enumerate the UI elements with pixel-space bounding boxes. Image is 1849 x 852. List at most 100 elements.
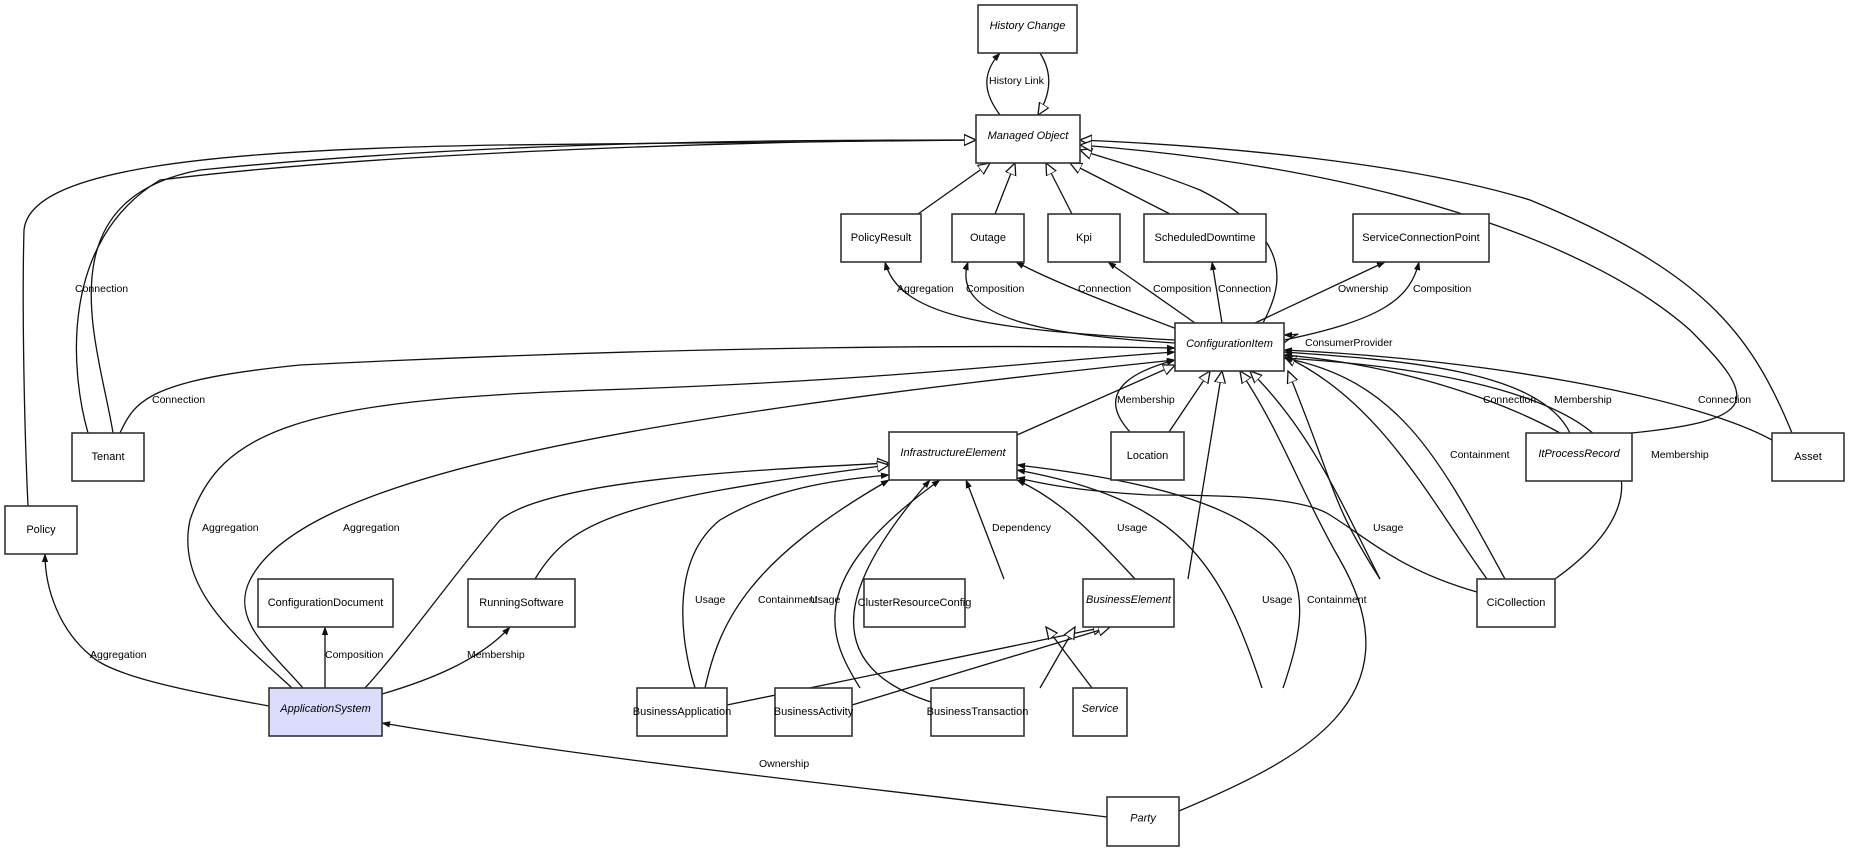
class-box[interactable]: [4, 505, 78, 555]
class-node-kpi[interactable]: Kpi: [1047, 213, 1121, 263]
edge-label: Connection: [152, 394, 205, 406]
class-node-configuration-item[interactable]: ConfigurationItem: [1174, 322, 1285, 372]
edge-party-ownership: [381, 721, 1108, 818]
class-box[interactable]: [1771, 432, 1845, 482]
class-box[interactable]: [888, 431, 1018, 481]
association-arrow: [244, 357, 1176, 689]
class-node-service[interactable]: Service: [1072, 687, 1128, 737]
association-arrow: [119, 344, 1176, 434]
generalization-arrow: [1168, 371, 1210, 433]
edge-label: Aggregation: [897, 283, 954, 295]
edge-generalization: [1046, 163, 1073, 215]
class-box[interactable]: [1106, 796, 1180, 847]
edge-label: Connection: [1218, 283, 1271, 295]
generalization-arrow: [22, 140, 976, 507]
edge-generalization: [22, 140, 976, 507]
class-node-ci-collection[interactable]: CiCollection: [1476, 578, 1556, 628]
class-node-business-activity[interactable]: BusinessActivity: [774, 687, 854, 737]
edge-label: Connection: [1698, 394, 1751, 406]
class-node-running-software[interactable]: RunningSoftware: [467, 578, 576, 628]
generalization-arrow: [1046, 163, 1073, 215]
class-box[interactable]: [636, 687, 728, 737]
class-box[interactable]: [840, 213, 922, 263]
class-node-business-transaction[interactable]: BusinessTransaction: [927, 687, 1029, 737]
class-name: ConfigurationDocument: [268, 597, 384, 609]
edge-service-usage: [1016, 468, 1263, 689]
edge-generalization: [534, 465, 889, 580]
generalization-arrow: [1038, 52, 1049, 115]
class-node-managed-object[interactable]: Managed Object: [975, 114, 1081, 164]
class-node-location[interactable]: Location: [1110, 431, 1185, 481]
class-box[interactable]: [1352, 213, 1490, 263]
class-node-asset[interactable]: Asset: [1771, 432, 1845, 482]
generalization-arrow: [90, 140, 976, 434]
edge-appsys-membership-rs: [381, 626, 511, 695]
class-box[interactable]: [257, 578, 394, 628]
edge-ci-connection-outage: [1015, 261, 1186, 333]
edge-label: Aggregation: [90, 649, 147, 661]
class-box[interactable]: [1525, 432, 1633, 482]
class-node-cluster-resource-config[interactable]: ClusterResourceConfig: [858, 578, 972, 628]
class-box[interactable]: [930, 687, 1025, 737]
class-box[interactable]: [467, 578, 576, 628]
edge-ba-containment: [704, 479, 890, 689]
edge-label: ConsumerProvider: [1305, 337, 1393, 349]
class-name: Kpi: [1076, 232, 1092, 244]
class-node-policy-result[interactable]: PolicyResult: [840, 213, 922, 263]
class-node-it-process-record[interactable]: ItProcessRecord: [1525, 432, 1633, 482]
class-name: ClusterResourceConfig: [858, 597, 972, 609]
class-box[interactable]: [268, 687, 383, 737]
edge-generalization: [364, 463, 889, 689]
class-box[interactable]: [1174, 322, 1285, 372]
class-box[interactable]: [863, 578, 966, 628]
class-box[interactable]: [1047, 213, 1121, 263]
class-node-service-connection-point[interactable]: ServiceConnectionPoint: [1352, 213, 1490, 263]
class-node-business-element[interactable]: BusinessElement: [1082, 578, 1175, 628]
edge-generalization: [1070, 163, 1171, 215]
class-node-business-application[interactable]: BusinessApplication: [633, 687, 731, 737]
edge-bt-usage: [852, 479, 932, 703]
generalization-arrow: [1187, 371, 1222, 580]
edge-ba-usage: [682, 472, 890, 689]
association-arrow: [682, 472, 890, 689]
edge-label: Usage: [810, 594, 841, 606]
class-node-outage[interactable]: Outage: [951, 213, 1025, 263]
class-node-configuration-document[interactable]: ConfigurationDocument: [257, 578, 394, 628]
class-box[interactable]: [1082, 578, 1175, 628]
edge-generalization: [1178, 371, 1367, 812]
association-arrow: [834, 479, 941, 689]
association-arrow: [965, 479, 1005, 580]
association-arrow: [962, 261, 1176, 344]
association-arrow: [1254, 261, 1386, 324]
edge-ci-connection-sched: [1210, 261, 1223, 324]
class-node-infrastructure-element[interactable]: InfrastructureElement: [888, 431, 1018, 481]
association-arrow: [1283, 349, 1571, 434]
edge-generalization: [1080, 150, 1278, 324]
edge-generalization: [1250, 371, 1381, 580]
class-node-history-change[interactable]: History Change: [977, 4, 1078, 54]
edge-cicoll-containment: [1284, 356, 1488, 580]
association-arrow: [41, 553, 270, 707]
class-box[interactable]: [1110, 431, 1185, 481]
edge-label: Containment: [1307, 594, 1367, 606]
class-box[interactable]: [977, 4, 1078, 54]
class-node-party[interactable]: Party: [1106, 796, 1180, 847]
generalization-arrow: [1080, 140, 1793, 434]
generalization-arrow: [1288, 371, 1381, 580]
class-box[interactable]: [951, 213, 1025, 263]
generalization-arrow: [1080, 145, 1738, 434]
class-box[interactable]: [1476, 578, 1556, 628]
class-node-application-system[interactable]: ApplicationSystem: [268, 687, 383, 737]
class-box[interactable]: [71, 432, 145, 482]
class-box[interactable]: [1143, 213, 1267, 263]
edge-label: Usage: [1373, 522, 1404, 534]
generalization-arrow: [1250, 371, 1381, 580]
class-node-policy[interactable]: Policy: [4, 505, 78, 555]
class-node-scheduled-downtime[interactable]: ScheduledDowntime: [1143, 213, 1267, 263]
class-box[interactable]: [774, 687, 853, 737]
class-node-tenant[interactable]: Tenant: [71, 432, 145, 482]
generalization-arrow: [1046, 627, 1093, 689]
generalization-arrow: [1284, 356, 1488, 580]
class-box[interactable]: [1072, 687, 1128, 737]
class-box[interactable]: [975, 114, 1081, 164]
